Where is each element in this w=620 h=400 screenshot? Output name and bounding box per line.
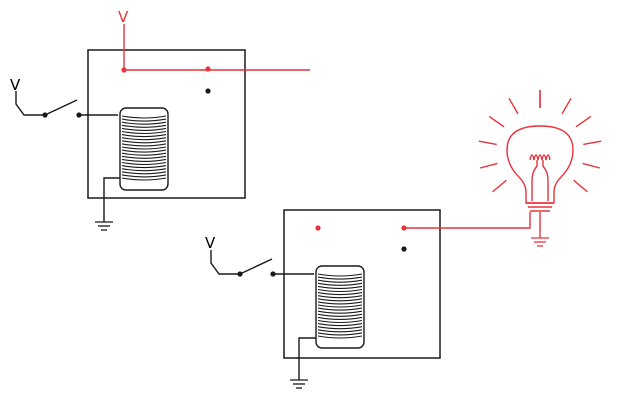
coil-winding xyxy=(121,158,167,162)
light-ray xyxy=(561,97,572,115)
coil-winding xyxy=(121,121,167,125)
light-ray xyxy=(573,179,588,193)
coil-winding xyxy=(317,276,363,280)
coil-winding xyxy=(121,161,167,166)
coil-winding xyxy=(121,155,167,159)
coil-winding xyxy=(317,304,363,308)
coil-winding xyxy=(121,137,167,141)
energized-path: V xyxy=(118,8,531,231)
coil-winding xyxy=(317,329,363,333)
light-ray xyxy=(575,115,592,128)
coil-winding xyxy=(317,301,363,305)
light-ray xyxy=(488,115,505,128)
switch-1: V xyxy=(10,76,82,118)
switch-icon xyxy=(239,258,273,275)
switch-1-terminal xyxy=(76,112,82,118)
coil-winding xyxy=(317,279,363,283)
coil-winding xyxy=(317,335,363,339)
coil-winding xyxy=(121,130,167,135)
light-ray xyxy=(479,162,498,169)
coil-winding xyxy=(121,124,167,128)
coil-winding xyxy=(317,285,363,289)
switch-1-supply-label: V xyxy=(10,76,21,94)
coil-winding xyxy=(121,115,167,119)
ground-icon xyxy=(531,237,549,247)
coil-winding xyxy=(121,140,167,144)
relay-2-coil xyxy=(315,265,365,349)
relay-1-box xyxy=(87,49,246,199)
switch-2-terminal xyxy=(270,271,276,277)
coil-winding xyxy=(121,165,167,169)
relay-2-ground-wire xyxy=(298,337,316,380)
coil-winding xyxy=(121,168,167,172)
light-ray xyxy=(508,97,519,115)
coil-winding xyxy=(121,127,167,131)
switch-2-supply-label: V xyxy=(205,234,216,252)
coil-winding xyxy=(317,273,363,277)
relay-1-coil xyxy=(119,107,169,191)
coil-winding xyxy=(317,295,363,299)
coil-winding xyxy=(317,332,363,336)
switch-2: V xyxy=(205,234,276,277)
coil-winding xyxy=(121,152,167,156)
coil-winding xyxy=(317,319,363,324)
relay-1-ground-wire xyxy=(103,177,120,222)
switch-1-supply-wire xyxy=(15,91,45,116)
lamp-ground xyxy=(531,212,549,247)
coil-winding xyxy=(317,326,363,330)
light-ray xyxy=(478,140,497,146)
relay-2-open-contact xyxy=(401,246,407,252)
coil-winding xyxy=(121,143,167,147)
lamp-feed-wire xyxy=(404,212,531,229)
ground-icon xyxy=(290,379,308,389)
relay-2-common-contact xyxy=(315,225,321,231)
light-ray xyxy=(492,179,507,193)
coil-winding xyxy=(317,298,363,302)
supply-top-label: V xyxy=(118,8,129,26)
coil-winding xyxy=(121,118,167,122)
coil-winding xyxy=(317,313,363,317)
ground-icon xyxy=(95,221,113,231)
coil-winding xyxy=(121,171,167,175)
coil-winding xyxy=(121,174,167,178)
relay-1-open-contact xyxy=(205,88,211,94)
coil-winding xyxy=(317,316,363,320)
relay-1 xyxy=(79,49,246,231)
relay-1-common-contact xyxy=(121,67,127,73)
coil-winding xyxy=(317,310,363,314)
coil-icon xyxy=(119,107,169,191)
light-bulb-icon xyxy=(478,90,602,212)
coil-winding xyxy=(317,282,363,286)
coil-winding xyxy=(121,149,167,153)
coil-winding xyxy=(121,146,167,150)
coil-icon xyxy=(315,265,365,349)
coil-winding xyxy=(121,134,167,138)
coil-winding xyxy=(317,288,363,293)
relay-1-closed-contact xyxy=(205,66,211,72)
light-ray xyxy=(583,140,602,146)
coil-winding xyxy=(317,292,363,296)
relay-2 xyxy=(273,209,441,389)
coil-winding xyxy=(317,323,363,327)
switch-2-supply-wire xyxy=(210,250,240,275)
switch-icon xyxy=(44,99,78,116)
light-ray xyxy=(582,162,601,169)
coil-winding xyxy=(121,177,167,181)
relay-2-box xyxy=(283,209,441,359)
coil-winding xyxy=(317,307,363,311)
supply-wire xyxy=(123,24,310,71)
